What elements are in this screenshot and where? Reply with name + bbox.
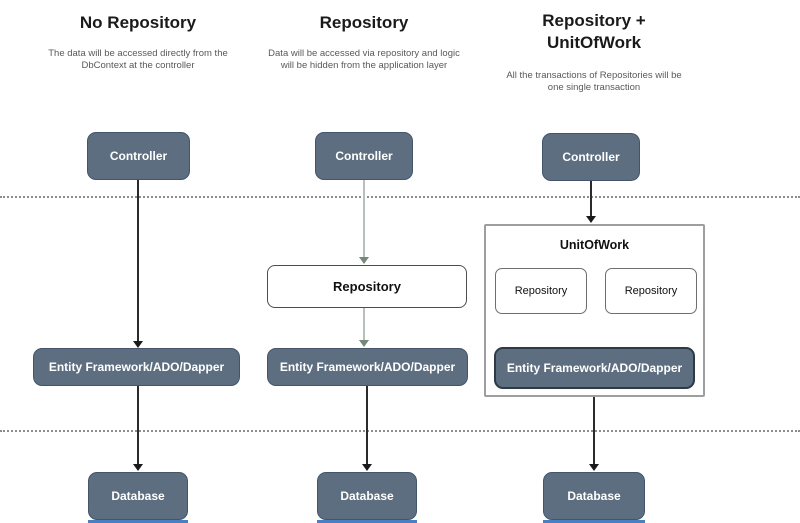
database-bottom-accent: [88, 520, 188, 523]
column-title-repository-unitofwork: Repository + UnitOfWork: [542, 11, 646, 52]
column-title-no-repository: No Repository: [79, 13, 197, 32]
column-subtitle-no-repository: The data will be accessed directly from …: [48, 48, 228, 71]
arrow-down-icon: [362, 464, 372, 471]
arrow-down-icon: [133, 464, 143, 471]
separator-dotted-line-top: [0, 196, 800, 198]
unitofwork-title: UnitOfWork: [559, 238, 630, 252]
database-node: Database: [317, 472, 417, 520]
arrow-down-icon: [359, 257, 369, 264]
database-node: Database: [88, 472, 188, 520]
column-subtitle-repository: Data will be accessed via repository and…: [268, 48, 460, 71]
column-title-repository: Repository: [319, 13, 409, 32]
arrow-down-icon: [359, 340, 369, 347]
controller-node: Controller: [87, 132, 190, 180]
entity-framework-node: Entity Framework/ADO/Dapper: [33, 348, 240, 386]
entity-framework-node: Entity Framework/ADO/Dapper: [494, 347, 695, 389]
arrow-down-icon: [589, 464, 599, 471]
repository-node: Repository: [605, 268, 697, 314]
entity-framework-node: Entity Framework/ADO/Dapper: [267, 348, 468, 386]
database-node: Database: [543, 472, 645, 520]
arrow-line: [137, 180, 139, 341]
arrow-line: [590, 181, 592, 217]
arrow-line: [366, 386, 368, 464]
controller-node: Controller: [315, 132, 413, 180]
controller-node: Controller: [542, 133, 640, 181]
arrow-line: [593, 397, 595, 464]
arrow-down-icon: [133, 341, 143, 348]
separator-dotted-line-bottom: [0, 430, 800, 432]
column-subtitle-repository-unitofwork: All the transactions of Repositories wil…: [506, 70, 682, 93]
repository-node: Repository: [267, 265, 467, 308]
arrow-line: [363, 180, 365, 257]
arrow-line: [137, 386, 139, 464]
unitofwork-container: UnitOfWork Repository Repository Entity …: [484, 224, 705, 397]
arrow-down-icon: [586, 216, 596, 223]
repository-node: Repository: [495, 268, 587, 314]
database-bottom-accent: [543, 520, 645, 523]
arrow-line: [363, 308, 365, 340]
database-bottom-accent: [317, 520, 417, 523]
